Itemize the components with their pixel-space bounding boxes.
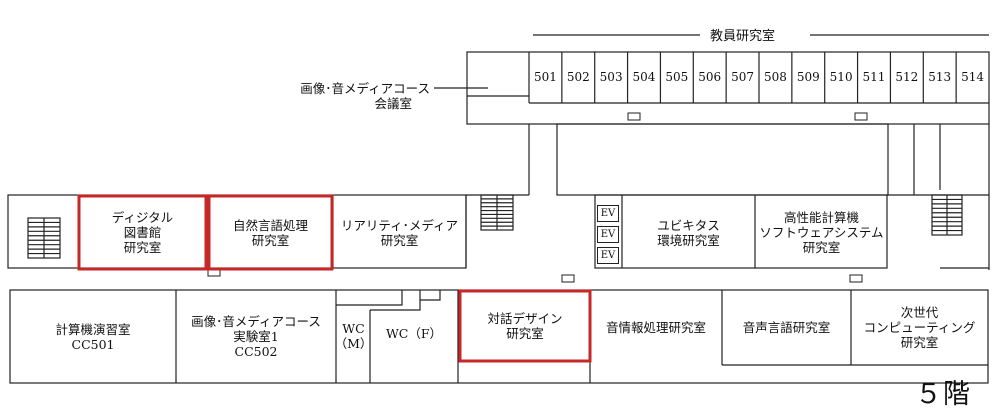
conference-room-line2: 会議室: [374, 96, 412, 111]
elevator-3: EV: [597, 247, 619, 264]
stairs-right-icon: [931, 194, 963, 236]
room-sound-info[interactable]: 音情報処理研究室: [591, 291, 721, 364]
room-hpc-software-line3: 研究室: [802, 240, 841, 255]
room-dialogue-design-line2: 研究室: [506, 326, 544, 341]
room-media-lab1[interactable]: 画像･音メディアコース 実験室1 CC502: [177, 291, 335, 382]
room-digital-library-line3: 研究室: [123, 240, 162, 255]
room-media-lab1-line2: 実験室1: [233, 329, 279, 344]
room-wc-f-line1: WC（F）: [385, 326, 443, 341]
room-wc-m[interactable]: WC （M）: [334, 306, 373, 366]
room-digital-library-line1: ディジタル: [111, 210, 174, 225]
stairs-left-icon: [27, 217, 61, 259]
room-next-gen-line1: 次世代: [900, 305, 939, 320]
faculty-room-512[interactable]: 512: [895, 70, 919, 84]
room-reality-media-line2: 研究室: [380, 232, 419, 248]
room-next-gen-line2: コンピューティング: [863, 320, 976, 335]
conference-room-label: 画像･音メディアコース 会議室: [290, 81, 430, 111]
room-computer-lab-line1: 計算機演習室: [55, 321, 131, 337]
room-ubiquitous-line2: 環境研究室: [657, 232, 720, 248]
room-computer-lab-line2: CC501: [71, 336, 115, 352]
floor-label: ５階: [915, 379, 971, 410]
elevator-2: EV: [597, 226, 619, 243]
room-next-gen-computing[interactable]: 次世代 コンピューティング 研究室: [852, 291, 987, 364]
room-ubiquitous[interactable]: ユビキタス 環境研究室: [623, 197, 754, 268]
faculty-room-502[interactable]: 502: [566, 70, 590, 84]
faculty-room-509[interactable]: 509: [796, 70, 820, 84]
room-speech-lang-line1: 音声言語研究室: [742, 320, 831, 335]
faculty-label: 教員研究室: [700, 25, 786, 44]
highlight-frames: [77, 194, 592, 363]
faculty-room-501[interactable]: 501: [533, 70, 557, 84]
faculty-room-514[interactable]: 514: [961, 70, 985, 84]
room-dialogue-design[interactable]: 対話デザイン 研究室: [461, 292, 589, 360]
faculty-room-503[interactable]: 503: [599, 70, 623, 84]
room-digital-library-line2: 図書館: [123, 225, 162, 240]
room-hpc-software-line2: ソフトウェアシステム: [759, 225, 884, 240]
stairs-center-icon: [480, 194, 514, 231]
room-media-lab1-line1: 画像･音メディアコース: [191, 314, 321, 329]
conference-room-line1: 画像･音メディアコース: [300, 81, 430, 96]
room-wc-m-line1: WC: [342, 321, 365, 336]
elevator-1: EV: [597, 205, 619, 222]
faculty-room-511[interactable]: 511: [862, 70, 886, 84]
room-speech-lang[interactable]: 音声言語研究室: [723, 291, 850, 364]
faculty-room-508[interactable]: 508: [763, 70, 787, 84]
room-hpc-software-line1: 高性能計算機: [783, 210, 859, 225]
room-sound-info-line1: 音情報処理研究室: [605, 320, 706, 335]
room-nlp-line1: 自然言語処理: [232, 217, 308, 233]
room-media-lab1-line3: CC502: [234, 344, 278, 359]
room-nlp[interactable]: 自然言語処理 研究室: [210, 197, 331, 268]
room-hpc-software[interactable]: 高性能計算機 ソフトウェアシステム 研究室: [756, 197, 887, 268]
room-digital-library[interactable]: ディジタル 図書館 研究室: [80, 197, 205, 268]
room-reality-media-line1: リアリティ･メディア: [340, 217, 459, 233]
faculty-room-513[interactable]: 513: [928, 70, 952, 84]
room-dialogue-design-line1: 対話デザイン: [487, 311, 563, 326]
room-computer-lab[interactable]: 計算機演習室 CC501: [11, 291, 175, 382]
room-wc-f[interactable]: WC（F）: [371, 311, 457, 356]
faculty-block-outline: [466, 51, 990, 125]
room-wc-m-line2: （M）: [334, 336, 373, 351]
room-nlp-line2: 研究室: [251, 232, 290, 248]
faculty-room-504[interactable]: 504: [632, 70, 656, 84]
faculty-room-505[interactable]: 505: [665, 70, 689, 84]
room-ubiquitous-line1: ユビキタス: [657, 217, 720, 233]
faculty-room-510[interactable]: 510: [829, 70, 853, 84]
faculty-room-507[interactable]: 507: [731, 70, 755, 84]
room-reality-media[interactable]: リアリティ･メディア 研究室: [334, 197, 465, 268]
faculty-room-506[interactable]: 506: [698, 70, 722, 84]
room-next-gen-line3: 研究室: [900, 335, 939, 350]
